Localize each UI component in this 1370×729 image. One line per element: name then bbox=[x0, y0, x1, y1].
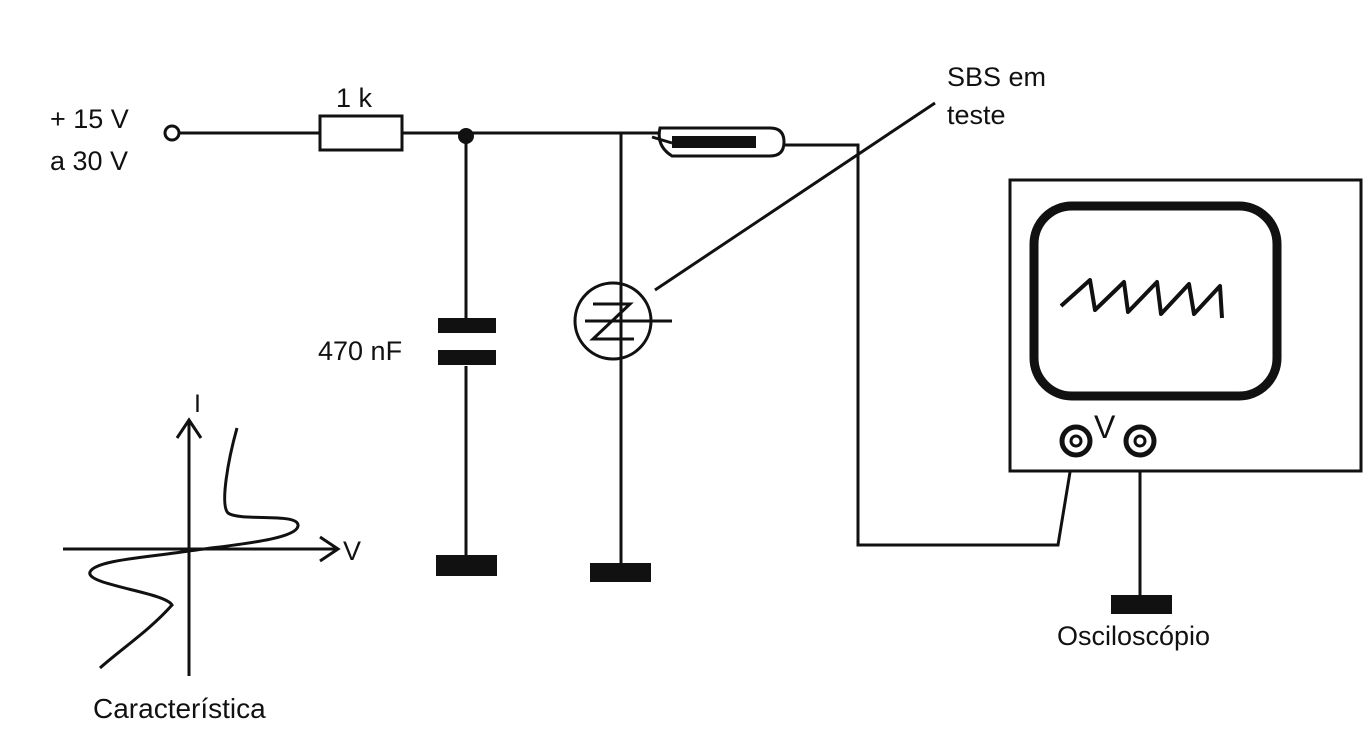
sbs-label: SBS em bbox=[947, 62, 1046, 92]
main-wires bbox=[179, 131, 1142, 600]
sbs-component bbox=[621, 126, 786, 158]
supply-voltage-range-label: a 30 V bbox=[50, 146, 128, 176]
characteristic-curve bbox=[88, 427, 300, 670]
supply-voltage-label: + 15 V bbox=[50, 104, 129, 134]
sawtooth-waveform bbox=[1059, 278, 1224, 319]
oscilloscope-screen bbox=[1029, 201, 1282, 401]
v-axis-label: V bbox=[343, 536, 361, 566]
ground-symbol bbox=[1111, 595, 1172, 614]
ground-symbol bbox=[436, 555, 497, 576]
ground-symbol bbox=[590, 563, 651, 582]
input-jack bbox=[1059, 424, 1093, 458]
junction-dot bbox=[458, 128, 474, 144]
input-jack bbox=[1123, 424, 1157, 458]
capacitor-label: 470 nF bbox=[318, 336, 402, 366]
oscilloscope-input-label: V bbox=[1094, 409, 1116, 445]
oscilloscope-label: Osciloscópio bbox=[1057, 621, 1210, 651]
oscilloscope bbox=[1008, 178, 1363, 473]
v-axis-arrow bbox=[319, 535, 341, 563]
i-axis-arrow bbox=[175, 417, 203, 439]
capacitor bbox=[438, 318, 496, 365]
characteristic-caption: Característica bbox=[93, 693, 266, 724]
sbs-label-line2: teste bbox=[947, 100, 1006, 130]
characteristic-graph bbox=[63, 417, 341, 676]
sbs-leader-line bbox=[654, 101, 936, 292]
resistor bbox=[318, 114, 404, 152]
resistor-label: 1 k bbox=[336, 83, 373, 113]
supply-terminal bbox=[163, 124, 181, 142]
sbs-symbol bbox=[573, 281, 672, 361]
i-axis-label: I bbox=[194, 390, 201, 418]
